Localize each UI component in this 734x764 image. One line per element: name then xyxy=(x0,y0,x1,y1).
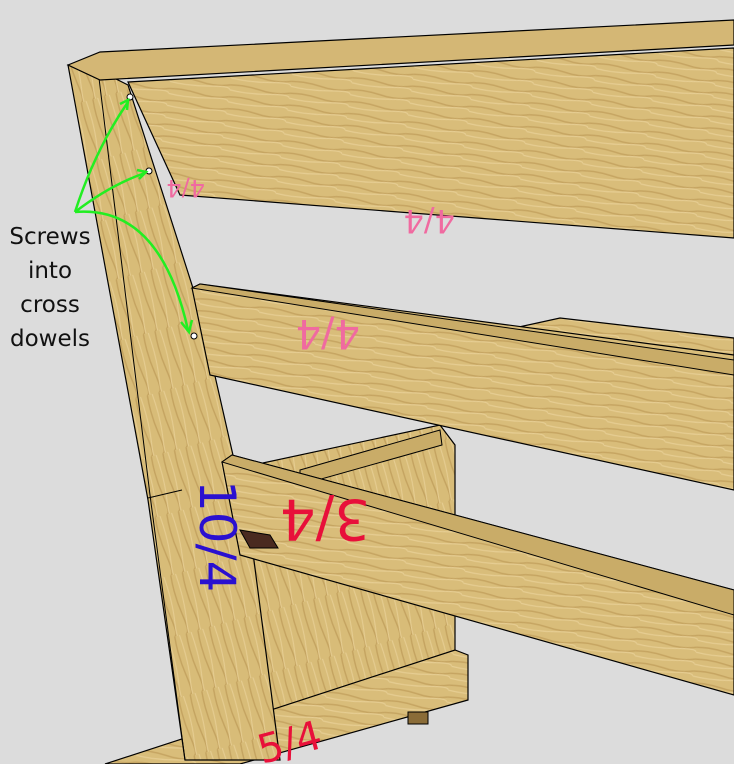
top-rail-cap xyxy=(66,19,734,81)
screws-callout-label: Screws into cross dowels xyxy=(0,220,100,356)
leg-edge-line xyxy=(97,69,186,761)
label-leg: 10/4 xyxy=(188,480,246,592)
middle-slat xyxy=(191,283,734,491)
middle-slat-top xyxy=(190,283,734,376)
top-rail xyxy=(127,47,734,239)
base-rail-notch xyxy=(407,711,429,725)
label-side-panel: 3/4 xyxy=(280,486,370,551)
screw-hole-3 xyxy=(190,332,198,340)
callout-arrows xyxy=(73,97,194,335)
dowel-end xyxy=(239,529,279,549)
leg-joint-line xyxy=(147,489,183,499)
callout-line: cross xyxy=(20,292,80,318)
label-top-rail-left: 4/4 xyxy=(166,174,205,202)
callout-line: Screws xyxy=(9,224,91,250)
label-middle-slat: 4/4 xyxy=(296,310,360,356)
front-stretcher-top xyxy=(220,454,734,616)
callout-line: dowels xyxy=(9,326,90,352)
label-top-rail-right: 4/4 xyxy=(404,202,456,240)
callout-line: into xyxy=(27,258,73,284)
